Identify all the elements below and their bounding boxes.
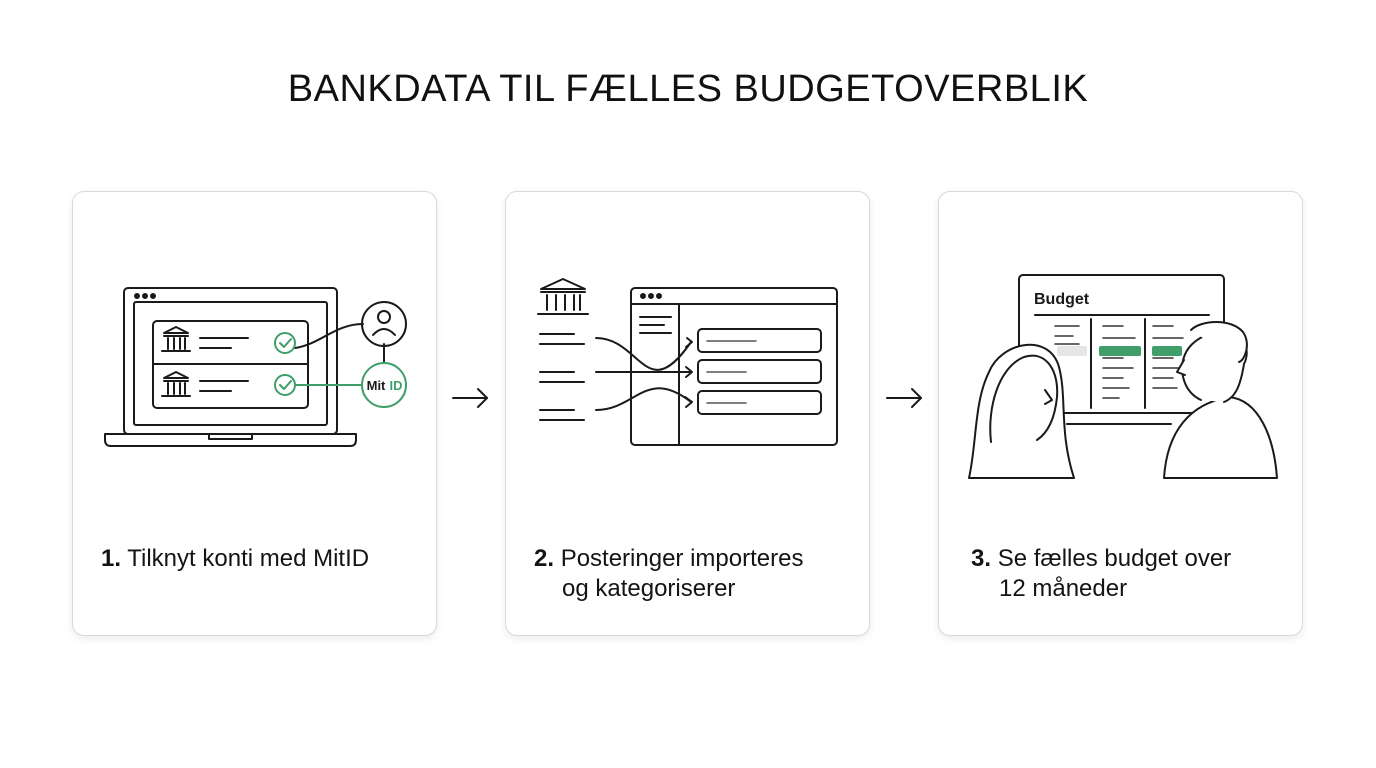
budget-bar-neutral	[1057, 346, 1087, 356]
step-card-2: 2. Posteringer importeres og kategoriser…	[505, 191, 870, 636]
page-title: BANKDATA TIL FÆLLES BUDGETOVERBLIK	[287, 68, 1089, 110]
check-icon	[274, 332, 296, 354]
mitid-label-part2: ID	[390, 378, 403, 393]
step-text-line2: 12 måneder	[999, 575, 1128, 602]
bank-icon	[161, 371, 191, 397]
step-text: Se fælles budget over	[997, 545, 1232, 572]
bank-icon	[161, 326, 191, 352]
woman-icon	[968, 343, 1075, 479]
arrow-icon	[595, 337, 692, 371]
step-caption-1: 1. Tilknyt konti med MitID	[101, 544, 369, 574]
laptop-mitid-illustration: Mit ID	[104, 287, 407, 447]
step-text: Tilknyt konti med MitID	[127, 545, 370, 572]
step-card-3: Budget 3. Se fælles budget over 12 måned…	[938, 191, 1303, 636]
laptop-icon	[104, 287, 357, 447]
mitid-badge-icon	[361, 362, 407, 408]
user-icon	[361, 301, 407, 347]
browser-window-icon	[630, 287, 838, 446]
check-icon	[274, 374, 296, 396]
step-text: Posteringer importeres	[560, 545, 804, 572]
man-icon	[1163, 321, 1278, 479]
step-card-1: Mit ID 1. Tilknyt konti med MitID	[72, 191, 437, 636]
arrow-right-icon	[886, 388, 922, 408]
arrow-icon	[595, 387, 692, 411]
budget-bar-highlight	[1152, 346, 1182, 356]
step-caption-3: 3. Se fælles budget over 12 måneder	[971, 544, 1231, 604]
shared-budget-illustration: Budget	[968, 274, 1278, 479]
step-text-line2: og kategoriserer	[562, 575, 736, 602]
arrow-right-icon	[452, 388, 488, 408]
mitid-label-part1: Mit	[367, 378, 386, 393]
import-categorize-illustration	[537, 278, 838, 446]
step-number: 3.	[971, 545, 992, 572]
bank-icon	[537, 278, 589, 315]
budget-board-label: Budget	[1034, 291, 1090, 308]
step-number: 1.	[101, 545, 122, 572]
step-caption-2: 2. Posteringer importeres og kategoriser…	[534, 544, 803, 604]
budget-bar-highlight	[1099, 346, 1141, 356]
step-number: 2.	[534, 545, 555, 572]
